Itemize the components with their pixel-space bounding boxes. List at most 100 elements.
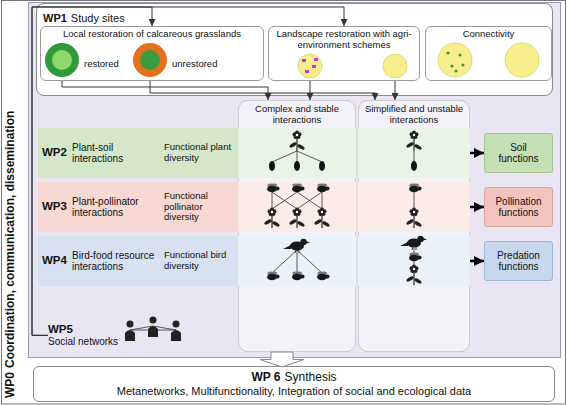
bird-leg <box>416 247 417 250</box>
link-line <box>297 250 298 273</box>
bee-wing <box>296 184 302 188</box>
plant-leaf <box>289 141 298 148</box>
function-box: Predation functions <box>484 241 553 281</box>
connector-arrow <box>310 81 311 100</box>
node-text: Connectivity <box>463 29 515 40</box>
node-text: WP5 <box>48 323 73 336</box>
work-package-panel: WP0Coordination, communication, dissemin… <box>28 2 561 358</box>
flower-petal <box>293 212 297 216</box>
flower-petal <box>410 135 414 139</box>
bird-body <box>407 239 421 248</box>
node-text: Soil functions <box>490 142 548 165</box>
bee-wing <box>268 272 274 276</box>
bee-wing <box>410 184 416 188</box>
flower-petal <box>412 207 416 211</box>
link-line <box>322 192 323 209</box>
node-text: WP2 <box>42 146 70 159</box>
connector-arrow <box>62 81 268 100</box>
flower-petal <box>410 132 414 136</box>
node-text: Complex and stable interactions <box>247 104 347 126</box>
plant-leaf <box>297 143 306 150</box>
habitat-dot <box>454 69 457 72</box>
unrestored-site <box>133 43 167 77</box>
link-line <box>414 248 415 255</box>
flower-petal <box>293 132 297 136</box>
habitat-dot <box>458 53 461 56</box>
flower-petal <box>410 269 414 273</box>
label: restored <box>84 53 119 71</box>
site-box: Local restoration of calcareous grasslan… <box>40 26 264 81</box>
landscape-circle <box>298 54 322 78</box>
link-line <box>272 151 297 162</box>
plant-leaf <box>406 141 415 148</box>
site-label: unrestored <box>172 58 217 69</box>
node-text: WP4 <box>42 254 70 267</box>
flower-petal <box>318 212 322 216</box>
connectivity-circle <box>438 43 472 77</box>
bee-wing <box>293 272 299 276</box>
flower-petal <box>414 135 418 139</box>
bee-body <box>267 186 277 192</box>
flower-petal <box>414 266 418 270</box>
flower-centre <box>296 134 298 136</box>
bird-head <box>300 239 306 245</box>
plant-leaf <box>314 218 323 225</box>
plant-stem <box>271 214 272 228</box>
flower-petal <box>297 132 301 136</box>
work-package-band: WP4Bird-food resource interactionsFuncti… <box>38 236 470 286</box>
flower-petal <box>297 212 301 216</box>
node-text: Local restoration of calcareous grasslan… <box>63 29 241 40</box>
flower-petal <box>414 212 418 216</box>
bee-head <box>276 275 280 279</box>
node-text: WP3 <box>42 200 70 213</box>
synthesis-box: WP 6SynthesisMetanetworks, Multifunction… <box>33 366 555 402</box>
flower-centre <box>296 211 298 213</box>
function-box: Soil functions <box>484 133 553 173</box>
bee-wing <box>318 272 324 276</box>
scheme-patch <box>302 59 306 62</box>
bird-beak <box>423 238 427 241</box>
bird-beak <box>306 241 310 244</box>
restored-core <box>52 50 72 70</box>
flower-petal <box>318 209 322 213</box>
link-line <box>414 151 415 162</box>
link-line <box>414 192 415 209</box>
flower-petal <box>270 207 274 211</box>
bee-body <box>292 274 302 280</box>
plant-leaf <box>414 277 423 284</box>
bee-body <box>317 274 327 280</box>
work-package-band: WP3Plant-pollinator interactionsFunction… <box>38 182 470 232</box>
flower-petal <box>272 212 276 216</box>
function-box: Pollination functions <box>484 187 553 227</box>
plant-stem <box>296 214 297 228</box>
soil-organism <box>411 161 417 171</box>
link-line <box>272 192 297 209</box>
connector-arrow <box>395 81 396 100</box>
flower-petal <box>410 209 414 213</box>
flower-petal <box>295 207 299 211</box>
plant-leaf <box>406 218 415 225</box>
bee-head <box>301 275 305 279</box>
column-overlay <box>238 100 356 352</box>
bird-leg <box>299 250 300 253</box>
plant-stem <box>296 137 297 151</box>
flower-petal <box>297 135 301 139</box>
node-text: WP1 <box>43 12 67 25</box>
person-head <box>173 321 180 328</box>
bird-tail <box>400 242 408 246</box>
node-text: Functional pollinator diversity <box>164 191 232 224</box>
link-line <box>297 151 298 162</box>
bee-wing <box>293 184 299 188</box>
work-package-band: WP2Plant-soil interactionsFunctional pla… <box>38 128 470 178</box>
flower-petal <box>414 209 418 213</box>
node-text: Functional plant diversity <box>164 142 232 164</box>
plant-stem <box>321 214 322 228</box>
node-text: Bird-food resource interactions <box>72 250 158 273</box>
soil-organism <box>269 161 275 171</box>
soil-organism <box>319 161 325 171</box>
node-text: Social networks <box>48 336 118 348</box>
person-head <box>150 317 157 324</box>
scheme-patch <box>312 65 316 68</box>
plant-stem <box>413 137 414 151</box>
